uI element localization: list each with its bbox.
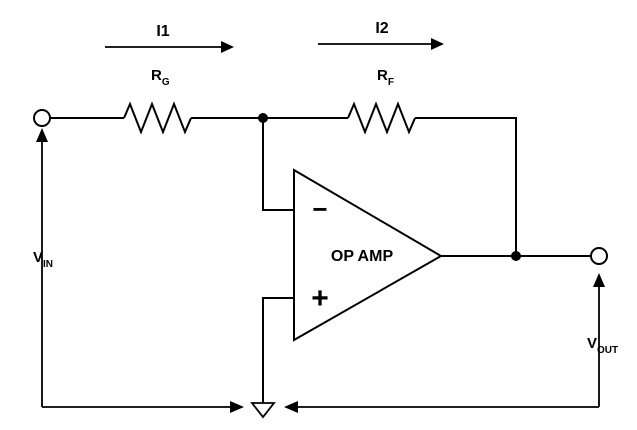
op-amp-label: OP AMP (331, 248, 394, 265)
input-terminal (33, 109, 51, 127)
resistor-rg-label: RG (151, 67, 170, 88)
vin-return-wire (42, 401, 244, 413)
output-junction-dot (511, 251, 521, 261)
current-i1-indicator: I1 (105, 23, 234, 53)
noninverting-input-symbol: + (311, 282, 329, 315)
resistor-rf-label: RF (377, 67, 394, 88)
resistor-rf (347, 101, 416, 135)
resistor-rg (123, 101, 192, 135)
current-i1-label: I1 (156, 23, 169, 40)
vout-label: VOUT (587, 335, 618, 356)
vin-indicator (36, 128, 48, 407)
current-i2-label: I2 (375, 20, 388, 37)
noninverting-input-wire (262, 297, 294, 403)
inverting-input-wire (262, 118, 294, 211)
output-terminal (590, 247, 608, 265)
inverting-input-symbol: − (312, 194, 327, 224)
ground-symbol (250, 402, 276, 419)
current-i2-indicator: I2 (318, 20, 444, 50)
op-amp-triangle (293, 168, 443, 342)
vout-indicator (593, 273, 605, 407)
vout-return-wire (284, 401, 599, 413)
feedback-wire (415, 117, 517, 256)
vin-label: VIN (33, 249, 53, 270)
